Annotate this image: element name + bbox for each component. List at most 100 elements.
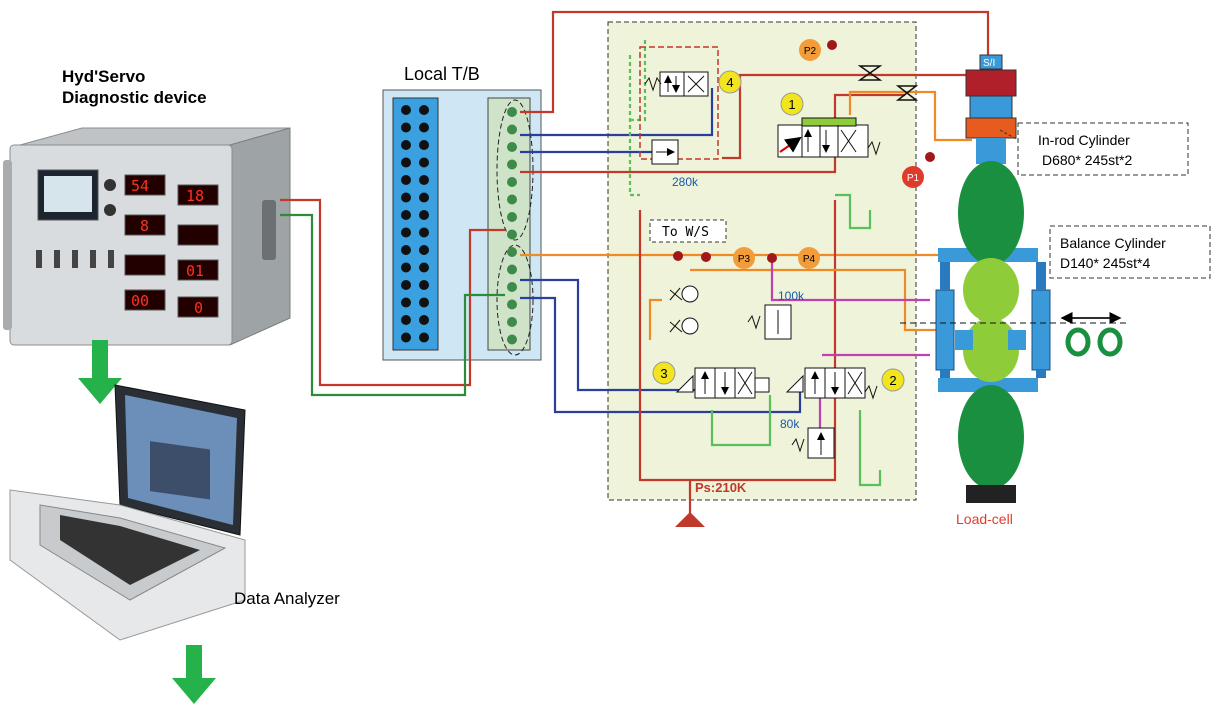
- data-analyzer-label: Data Analyzer: [234, 589, 340, 608]
- svg-text:P2: P2: [804, 46, 817, 57]
- terminal-pin: [507, 334, 517, 345]
- terminal-pin: [419, 245, 429, 255]
- inrod-cylinder-box: [1017, 122, 1189, 176]
- pressure-point-p3: P3: [733, 247, 755, 269]
- terminal-pin: [401, 245, 411, 255]
- loadcell-label: Load-cell: [956, 511, 1013, 527]
- led-display: [177, 259, 219, 281]
- valve-number-4: 4: [718, 70, 742, 94]
- led-display: [124, 214, 166, 236]
- terminal-pin: [507, 229, 517, 240]
- terminal-pin: [401, 210, 411, 220]
- valve-number-2: 2: [881, 368, 905, 392]
- flow-control-valves: [669, 285, 699, 335]
- valve-number-3: 3: [652, 361, 676, 385]
- terminal-pin: [419, 297, 429, 308]
- terminal-pin: [419, 227, 429, 238]
- terminal-pin: [507, 107, 517, 117]
- cylinder-assembly: S/I: [900, 54, 1130, 503]
- hyd-servo-diagnostic-device: 54 8 18 01 00 0: [3, 127, 291, 346]
- led-display: [124, 289, 166, 311]
- relief-80k-label: 80k: [780, 417, 800, 431]
- terminal-pin: [401, 297, 411, 308]
- led-value: 00: [131, 292, 149, 310]
- led-display: [177, 184, 219, 206]
- down-arrow-icon: [78, 340, 122, 404]
- terminal-pin: [507, 264, 517, 275]
- terminal-pin: [507, 247, 517, 257]
- svg-text:4: 4: [726, 75, 733, 90]
- balance-cylinder-box: [1049, 225, 1211, 279]
- manual-valve-icon: [857, 65, 919, 101]
- terminal-pin: [507, 299, 517, 310]
- pressure-point-p4: P4: [798, 247, 820, 269]
- led-display: [177, 296, 219, 318]
- terminal-pin: [401, 157, 411, 168]
- data-analyzer-laptop: [9, 384, 246, 641]
- terminal-pin: [419, 157, 429, 168]
- svg-text:P3: P3: [738, 254, 751, 265]
- device-title-line1: Hyd'Servo: [62, 67, 145, 86]
- terminal-pin: [401, 192, 411, 203]
- svg-text:3: 3: [660, 366, 667, 381]
- terminal-pin: [401, 332, 411, 343]
- led-display: [124, 174, 166, 196]
- terminal-pin: [401, 140, 411, 150]
- relief-valve-100k: [747, 304, 792, 340]
- terminal-pins: [401, 105, 429, 343]
- terminal-pin: [507, 194, 517, 205]
- led-value: 54: [131, 177, 149, 195]
- signal-wires: [280, 10, 990, 515]
- to-ws-label: To W/S: [662, 225, 709, 240]
- terminal-pin: [419, 332, 429, 343]
- relief-280k-label: 280k: [672, 175, 699, 189]
- terminal-pin: [507, 212, 517, 222]
- relief-valve-80k: [791, 427, 835, 459]
- svg-text:P4: P4: [803, 254, 816, 265]
- relief-100k-label: 100k: [778, 289, 805, 303]
- inrod-cylinder-label: In-rod Cylinder: [1038, 132, 1130, 148]
- terminal-pin: [419, 140, 429, 150]
- svg-text:1: 1: [788, 97, 795, 112]
- terminal-pin: [419, 210, 429, 220]
- knob-icon[interactable]: [104, 204, 116, 216]
- terminal-pin: [419, 175, 429, 185]
- led-value: 18: [186, 187, 204, 205]
- terminal-pin: [401, 262, 411, 273]
- terminal-pin: [401, 227, 411, 238]
- led-value: 0: [194, 299, 203, 317]
- terminal-pin: [401, 175, 411, 185]
- balance-cylinder-label: Balance Cylinder: [1060, 235, 1166, 251]
- led-value: 01: [186, 262, 204, 280]
- knob-icon[interactable]: [104, 179, 116, 191]
- supply-tank-icon: [675, 512, 705, 527]
- strip-direction-icon: [1060, 312, 1123, 357]
- pressure-point-p2: P2: [799, 39, 821, 61]
- terminal-pin: [507, 177, 517, 187]
- supply-pressure-label: Ps:210K: [695, 480, 747, 495]
- terminal-pin: [507, 282, 517, 292]
- terminal-pin: [401, 122, 411, 133]
- terminal-pin: [419, 315, 429, 325]
- svg-text:P1: P1: [907, 173, 920, 184]
- valve-number-1: 1: [780, 92, 804, 116]
- led-value: 8: [140, 217, 149, 235]
- terminal-pin: [507, 124, 517, 135]
- terminal-green-pins: [507, 107, 517, 345]
- valve-3-solenoid: [675, 367, 770, 399]
- valve-1-servo: [777, 117, 881, 158]
- terminal-pin: [401, 280, 411, 290]
- svg-text:2: 2: [889, 373, 896, 388]
- valve-4-solenoid: [644, 71, 709, 97]
- down-arrow-icon: [172, 645, 216, 704]
- terminal-pin: [401, 315, 411, 325]
- to-ws-box: [649, 219, 727, 243]
- terminal-pin: [507, 159, 517, 170]
- local-terminal-box: [382, 89, 542, 361]
- cylinder-top-label: S/I: [983, 58, 995, 69]
- terminal-pin: [419, 122, 429, 133]
- pressure-point-p1: P1: [902, 166, 924, 188]
- valve-2-solenoid: [785, 367, 878, 400]
- terminal-pin: [507, 317, 517, 327]
